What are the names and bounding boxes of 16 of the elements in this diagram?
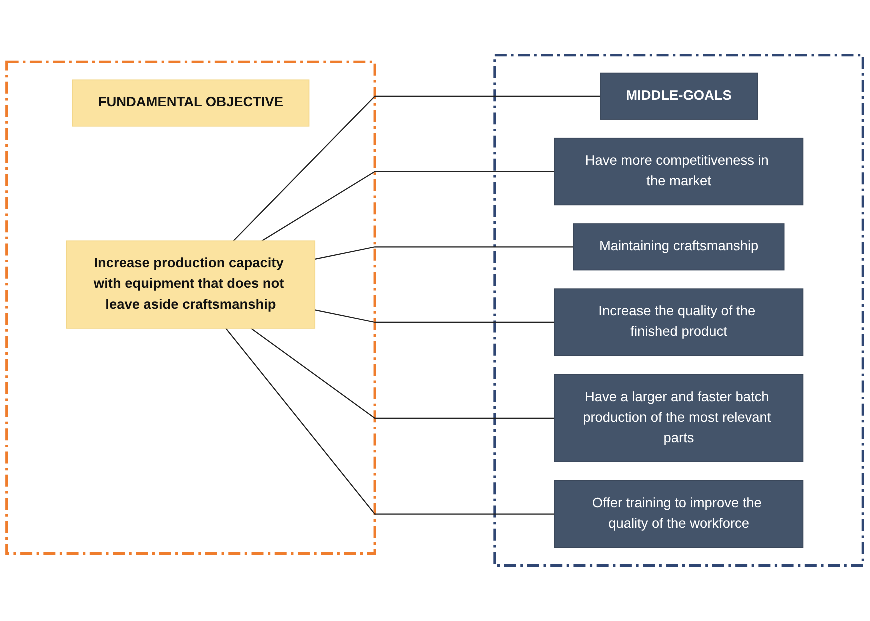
- connector: [315, 310, 555, 324]
- connector: [250, 328, 555, 419]
- connector: [233, 96, 600, 242]
- node-box: Have more competitiveness in the market: [554, 138, 804, 206]
- node-box: Increase the quality of the finished product: [554, 288, 804, 356]
- node-box: Increase production capacity with equipment that does not leave aside craftsmanship: [66, 240, 316, 329]
- node-box: Have a larger and faster batch production of the most relevant parts: [554, 374, 804, 462]
- connector: [262, 171, 555, 242]
- connector: [226, 328, 555, 515]
- node-box: FUNDAMENTAL OBJECTIVE: [72, 80, 310, 127]
- node-box: Offer training to improve the quality of the workforce: [554, 480, 804, 548]
- node-box: MIDDLE-GOALS: [600, 72, 758, 120]
- cluster: [6, 60, 376, 555]
- cluster: [494, 54, 864, 567]
- connector: [315, 246, 574, 260]
- node-box: Maintaining craftsmanship: [573, 224, 785, 271]
